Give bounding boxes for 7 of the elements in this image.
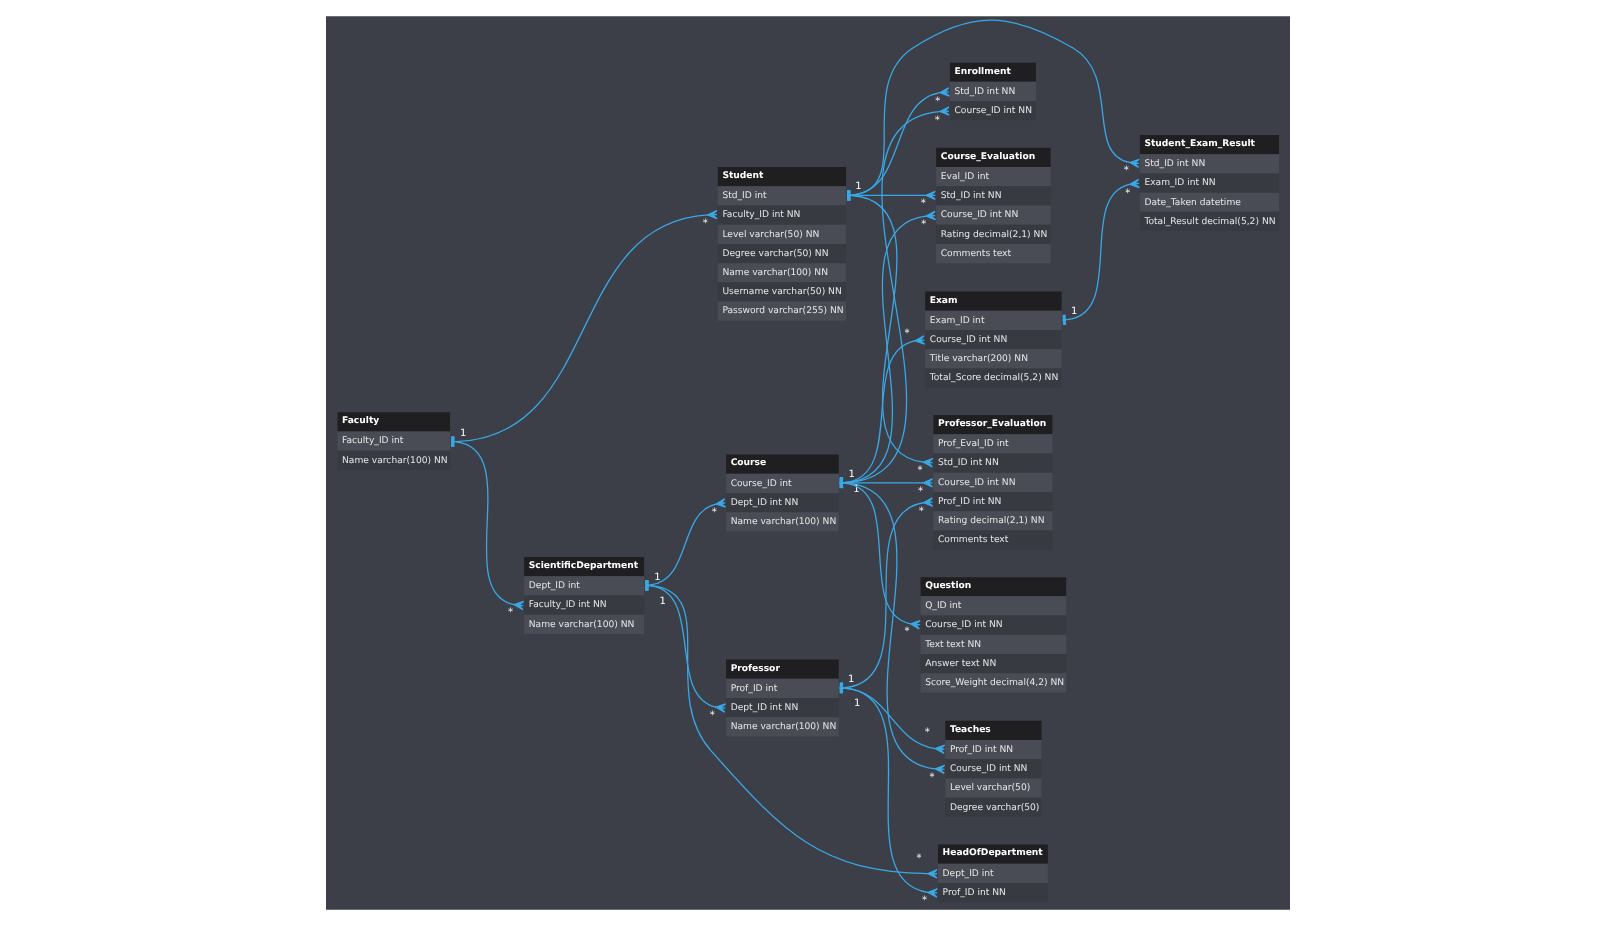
- connector: [846, 190, 935, 201]
- connector: [845, 190, 933, 468]
- connector: [837, 497, 933, 694]
- connector: [837, 682, 937, 898]
- connector: [845, 19, 1139, 201]
- connector: [837, 682, 945, 754]
- connector: [845, 87, 949, 201]
